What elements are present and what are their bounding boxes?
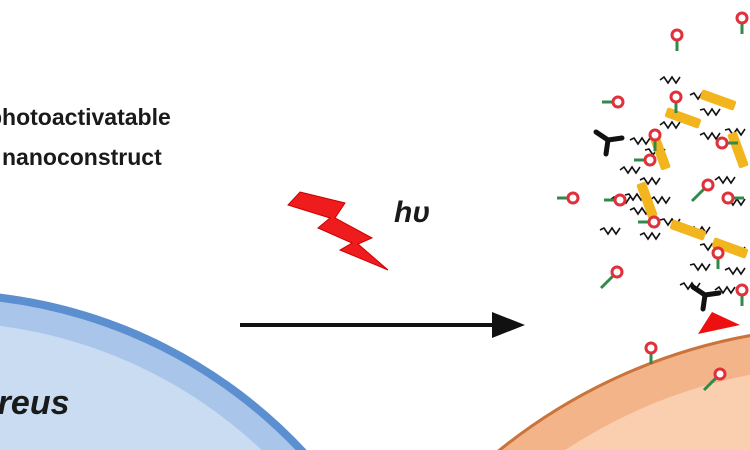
bacterium-inner: [0, 325, 262, 450]
marker-head: [701, 178, 715, 192]
reaction-arrow: [240, 312, 525, 338]
marker-head: [643, 153, 657, 167]
nanoconstruct-fragments: [557, 11, 749, 392]
cell-inner: [565, 374, 750, 450]
gold-nanorod: [699, 89, 737, 111]
marker-head: [644, 341, 658, 355]
light-symbol: hυ: [394, 196, 430, 229]
polymer-squiggle: [629, 136, 651, 146]
lightning-bolt-icon: [287, 191, 389, 271]
marker-head: [566, 191, 580, 205]
marker-head: [711, 246, 725, 260]
polymer-squiggle: [659, 120, 681, 130]
marker-head: [613, 193, 627, 207]
antibody-icon: [593, 129, 625, 157]
polymer-squiggle: [659, 75, 681, 85]
bacterium-right: [497, 334, 750, 450]
marker-head: [735, 11, 749, 25]
marker-head: [715, 136, 729, 150]
antibody-icon: [690, 284, 722, 312]
gold-nanorod: [636, 181, 658, 219]
bacterium-label: aureus: [0, 384, 70, 422]
polymer-squiggle: [689, 262, 711, 272]
marker-head: [647, 215, 661, 229]
polymer-squiggle: [599, 226, 621, 236]
polymer-squiggle: [619, 165, 641, 175]
polymer-squiggle: [639, 176, 661, 186]
polymer-squiggle: [714, 285, 736, 295]
polymer-squiggle: [714, 175, 736, 185]
red-triangle-marker: [698, 312, 740, 334]
marker-head: [721, 191, 735, 205]
marker-head: [648, 128, 662, 142]
polymer-squiggle: [649, 195, 671, 205]
nanoconstruct-label-line1: photoactivatable: [0, 104, 171, 130]
marker-head: [611, 95, 625, 109]
polymer-squiggle: [699, 131, 721, 141]
polymer-squiggle: [724, 266, 746, 276]
marker-head: [670, 28, 684, 42]
marker-head: [610, 265, 624, 279]
gold-nanorod: [727, 131, 749, 169]
nanoconstruct-label-line2: nanoconstruct: [2, 144, 162, 170]
polymer-squiggle: [639, 231, 661, 241]
marker-head: [669, 90, 683, 104]
gold-nanorod: [711, 237, 749, 259]
marker-head: [735, 283, 749, 297]
bacterium-left: [0, 293, 307, 450]
gold-nanorod: [664, 107, 702, 129]
marker-head: [713, 367, 727, 381]
polymer-squiggle: [699, 107, 721, 117]
gold-nanorod: [669, 219, 707, 241]
